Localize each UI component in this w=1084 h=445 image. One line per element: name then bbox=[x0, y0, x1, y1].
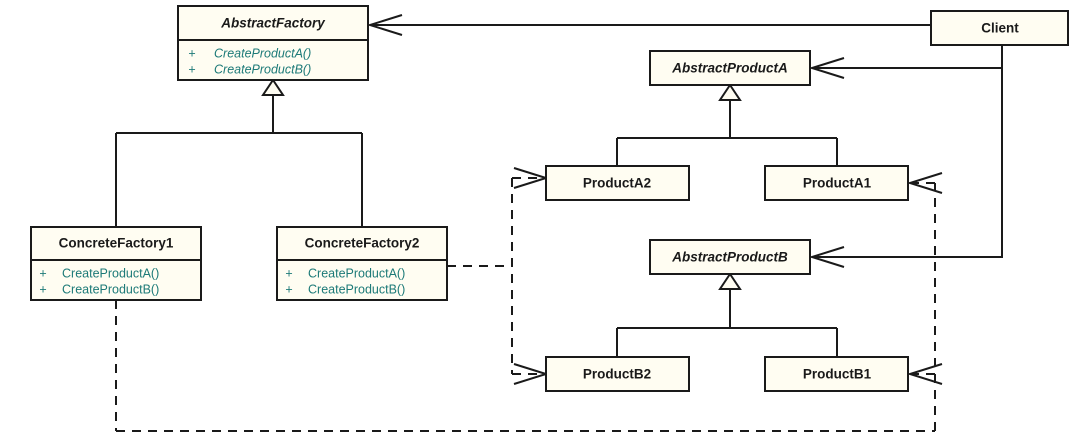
edge-client-to-abstract-factory[interactable] bbox=[366, 14, 931, 36]
edge-client-to-abstract-product-b[interactable] bbox=[808, 68, 1003, 268]
dependency-arrow-product-b1 bbox=[906, 363, 943, 385]
product-a1-title: ProductA1 bbox=[803, 176, 872, 191]
edge-client-to-abstract-product-a[interactable] bbox=[808, 45, 1003, 79]
class-box-abstract-product-b[interactable]: AbstractProductB bbox=[649, 239, 811, 275]
concrete-factory-2-member-1-visibility: + bbox=[285, 282, 292, 296]
class-box-concrete-factory-2[interactable]: ConcreteFactory2 + CreateProductA() + Cr… bbox=[276, 226, 448, 301]
concrete-factory-1-member-1-signature: CreateProductB() bbox=[62, 282, 159, 296]
concrete-factory-2-rect bbox=[276, 226, 448, 301]
abstract-factory-title: AbstractFactory bbox=[220, 16, 326, 31]
abstract-factory-member-0-visibility: + bbox=[188, 46, 195, 60]
generalization-triangle-product-b bbox=[718, 272, 742, 290]
product-b2-rect bbox=[545, 356, 690, 392]
product-b1-title: ProductB1 bbox=[803, 367, 872, 382]
concrete-factory-1-title: ConcreteFactory1 bbox=[59, 236, 174, 251]
dependency-arrow-product-a1 bbox=[906, 172, 943, 194]
edge-generalization-product-a[interactable] bbox=[616, 83, 838, 166]
concrete-factory-2-member-1-signature: CreateProductB() bbox=[308, 282, 405, 296]
product-b2-title: ProductB2 bbox=[583, 367, 651, 382]
abstract-product-b-rect bbox=[649, 239, 811, 275]
edge-dependency-cf2-to-products[interactable] bbox=[447, 167, 550, 385]
class-box-product-a2[interactable]: ProductA2 bbox=[545, 165, 690, 201]
class-box-abstract-factory[interactable]: AbstractFactory + CreateProductA() + Cre… bbox=[177, 5, 369, 81]
product-a2-rect bbox=[545, 165, 690, 201]
abstract-product-a-title: AbstractProductA bbox=[671, 61, 788, 76]
abstract-factory-member-1-signature: CreateProductB() bbox=[214, 62, 311, 76]
concrete-factory-1-member-0-signature: CreateProductA() bbox=[62, 266, 159, 280]
class-box-product-b2[interactable]: ProductB2 bbox=[545, 356, 690, 392]
concrete-factory-2-title: ConcreteFactory2 bbox=[305, 236, 420, 251]
edge-generalization-factories[interactable] bbox=[115, 78, 363, 227]
class-box-concrete-factory-1[interactable]: ConcreteFactory1 + CreateProductA() + Cr… bbox=[30, 226, 202, 301]
concrete-factory-2-member-0-signature: CreateProductA() bbox=[308, 266, 405, 280]
abstract-product-b-title: AbstractProductB bbox=[671, 250, 788, 265]
class-box-product-a1[interactable]: ProductA1 bbox=[764, 165, 909, 201]
edge-dependency-cf1-to-products[interactable] bbox=[115, 172, 943, 432]
product-a1-rect bbox=[764, 165, 909, 201]
product-b1-rect bbox=[764, 356, 909, 392]
abstract-factory-member-1-visibility: + bbox=[188, 62, 195, 76]
concrete-factory-1-member-1-visibility: + bbox=[39, 282, 46, 296]
class-box-client[interactable]: Client bbox=[930, 10, 1069, 46]
class-box-product-b1[interactable]: ProductB1 bbox=[764, 356, 909, 392]
generalization-triangle-product-a bbox=[718, 83, 742, 101]
abstract-factory-rect bbox=[177, 5, 369, 81]
edge-generalization-product-b[interactable] bbox=[616, 272, 838, 357]
generalization-triangle-factory bbox=[261, 78, 285, 96]
edges-layer bbox=[115, 14, 1003, 432]
client-rect bbox=[930, 10, 1069, 46]
abstract-factory-member-0-signature: CreateProductA() bbox=[214, 46, 311, 60]
abstract-product-a-rect bbox=[649, 50, 811, 86]
concrete-factory-1-member-0-visibility: + bbox=[39, 266, 46, 280]
concrete-factory-1-rect bbox=[30, 226, 202, 301]
client-title: Client bbox=[981, 21, 1019, 36]
class-box-abstract-product-a[interactable]: AbstractProductA bbox=[649, 50, 811, 86]
product-a2-title: ProductA2 bbox=[583, 176, 651, 191]
concrete-factory-2-member-0-visibility: + bbox=[285, 266, 292, 280]
